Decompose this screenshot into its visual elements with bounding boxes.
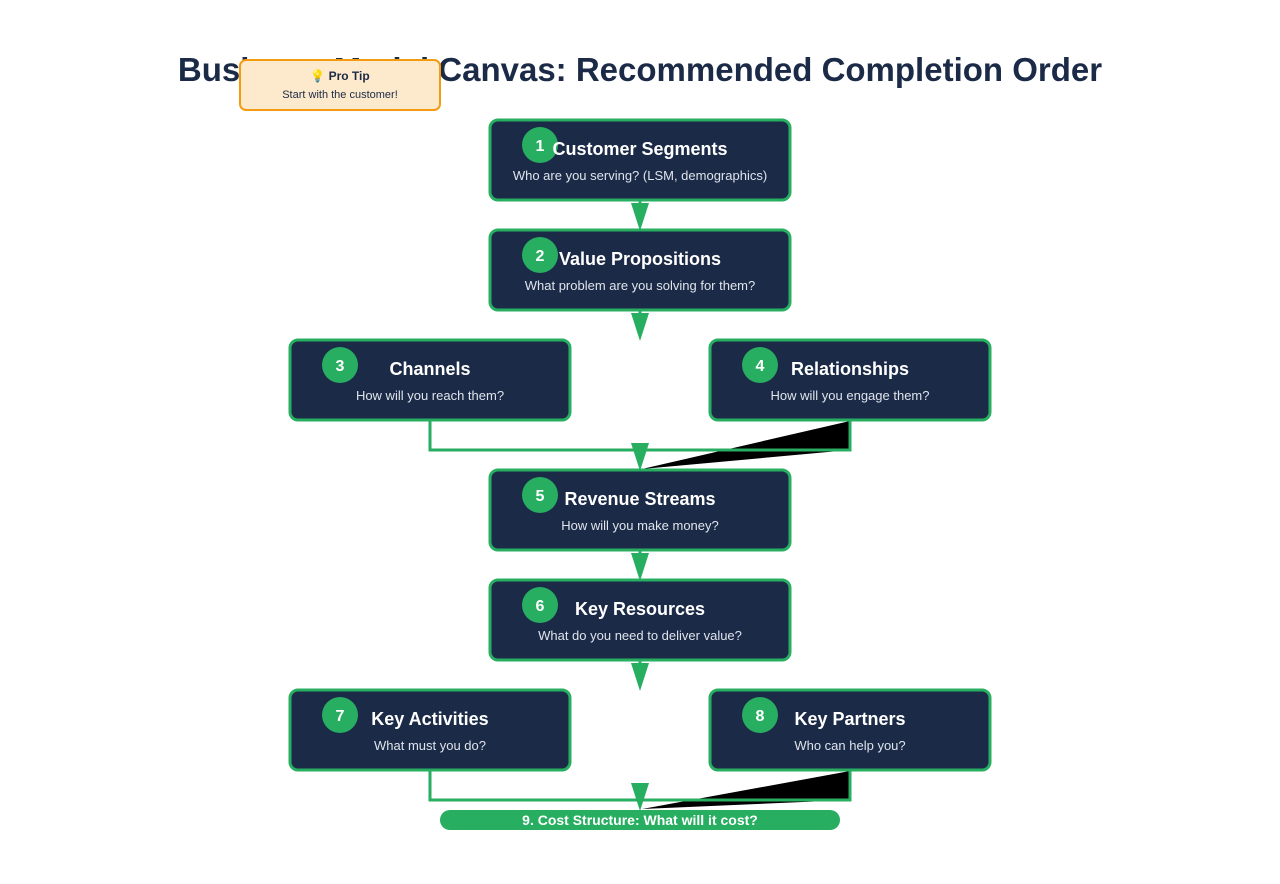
merge-wedge-8-to-9 [642,771,850,809]
step-4-relationships: 4 Relationships How will you engage them… [708,338,992,422]
pro-tip-title: 💡 Pro Tip [310,69,369,83]
pro-tip-callout: 💡 Pro Tip Start with the customer! [239,59,441,111]
step-number: 5 [536,488,545,505]
arrowhead-to-9 [631,783,649,811]
step-title: Revenue Streams [564,489,715,509]
step-title: Value Propositions [559,249,721,269]
step-1-customer-segments: 1 Customer Segments Who are you serving?… [488,118,792,202]
step-number: 7 [336,708,345,725]
connector-4-to-5 [640,421,852,452]
step-number: 8 [756,708,765,725]
step-title: Relationships [791,359,909,379]
step-title: Channels [389,359,470,379]
step-6-key-resources: 6 Key Resources What do you need to deli… [488,578,792,662]
arrowhead-to-5 [631,443,649,471]
step-subtitle: How will you engage them? [771,388,930,403]
cost-structure-label: 9. Cost Structure: What will it cost? [522,812,758,828]
step-title: Key Activities [371,709,488,729]
step-number: 2 [536,248,545,265]
step-title: Key Resources [575,599,705,619]
connectors [428,201,852,811]
step-subtitle: How will you make money? [561,518,719,533]
connector-8-to-9 [640,771,852,802]
pro-tip-box [239,59,441,111]
step-7-key-activities: 7 Key Activities What must you do? [288,688,572,772]
connector-3-to-5 [428,421,640,452]
arrowhead-2-to-split [631,313,649,341]
connector-7-to-9 [428,771,640,802]
step-2-value-propositions: 2 Value Propositions What problem are yo… [488,228,792,312]
cost-structure-bar [440,810,840,830]
step-box [488,468,792,552]
step-subtitle: What do you need to deliver value? [538,628,742,643]
step-3-channels: 3 Channels How will you reach them? [288,338,572,422]
step-number-badge [522,587,558,623]
merge-wedge-4-to-5 [642,421,850,469]
step-5-revenue-streams: 5 Revenue Streams How will you make mone… [488,468,792,552]
arrowhead-1-to-2 [631,203,649,231]
step-number-badge [742,697,778,733]
step-9-cost-structure: 9. Cost Structure: What will it cost? [440,810,840,830]
step-number-badge [322,347,358,383]
step-box [288,688,572,772]
arrowhead-6-to-split [631,663,649,691]
step-8-key-partners: 8 Key Partners Who can help you? [708,688,992,772]
step-number: 1 [536,138,545,155]
pro-tip-text: Start with the customer! [282,89,398,101]
step-number-badge [522,477,558,513]
arrowhead-5-to-6 [631,553,649,581]
step-subtitle: Who are you serving? (LSM, demographics) [513,168,767,183]
step-box [488,578,792,662]
step-box [488,228,792,312]
step-number-badge [322,697,358,733]
step-box [708,338,992,422]
step-number-badge [742,347,778,383]
step-number: 6 [536,598,545,615]
step-subtitle: How will you reach them? [356,388,504,403]
step-title: Customer Segments [552,139,727,159]
step-subtitle: What must you do? [374,738,486,753]
step-box [288,338,572,422]
step-box [708,688,992,772]
step-subtitle: What problem are you solving for them? [525,278,756,293]
step-box [488,118,792,202]
step-number-badge [522,127,558,163]
step-number-badge [522,237,558,273]
step-subtitle: Who can help you? [794,738,905,753]
step-number: 3 [336,358,345,375]
step-number: 4 [756,358,765,375]
step-title: Key Partners [794,709,905,729]
